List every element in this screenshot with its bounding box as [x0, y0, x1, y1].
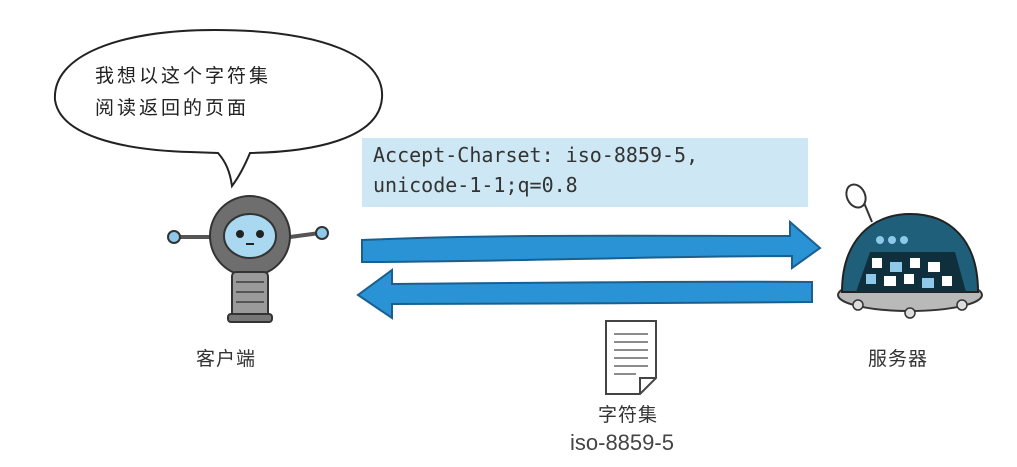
speech-bubble — [53, 28, 384, 189]
client-robot-icon — [167, 195, 329, 323]
server-robot-icon — [837, 183, 983, 319]
speech-bubble-text: 我想以这个字符集 阅读返回的页面 — [95, 60, 271, 124]
server-label: 服务器 — [868, 349, 929, 370]
document-label: 字符集 — [598, 405, 659, 426]
response-arrow — [356, 268, 813, 320]
request-header-line-2: unicode-1-1;q=0.8 — [373, 173, 578, 197]
document-icon — [605, 320, 657, 395]
client-label: 客户端 — [196, 349, 257, 370]
speech-bubble-line-2: 阅读返回的页面 — [95, 97, 250, 119]
request-header-highlight — [362, 138, 808, 207]
request-header-line-1: Accept-Charset: iso-8859-5, — [373, 143, 699, 167]
request-header: Accept-Charset: iso-8859-5, unicode-1-1;q… — [373, 140, 698, 200]
request-arrow — [361, 219, 822, 270]
speech-bubble-line-1: 我想以这个字符集 — [95, 65, 272, 87]
document-charset: iso-8859-5 — [570, 430, 674, 455]
